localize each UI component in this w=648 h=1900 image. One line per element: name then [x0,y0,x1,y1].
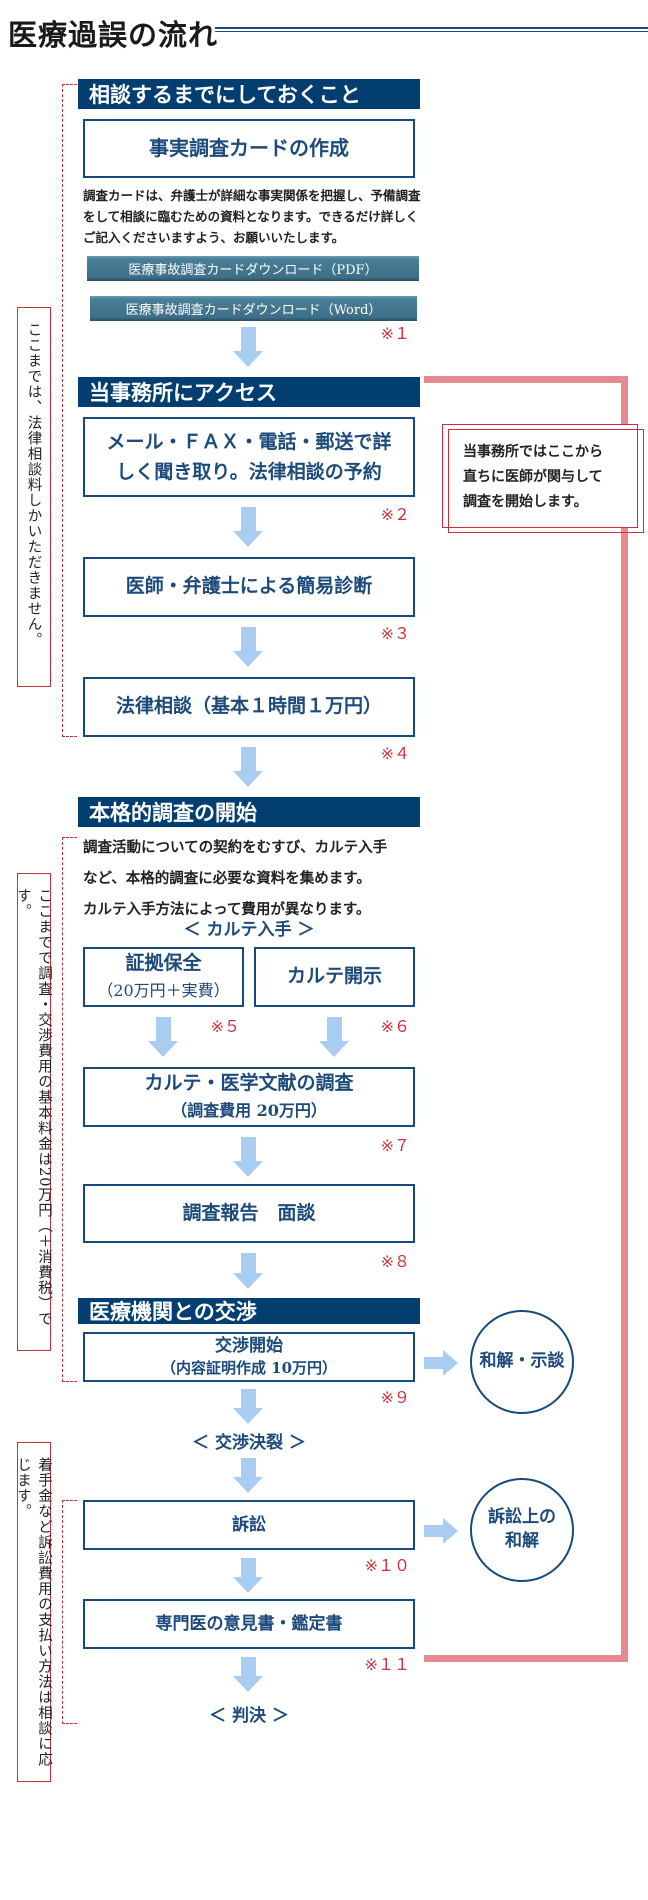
right-arrow-icon [424,1350,458,1376]
footnote-4: ※４ [380,744,410,763]
step-inquiry: メール・ＦＡＸ・電話・郵送で詳 しく聞き取り。法律相談の予約 [83,417,415,497]
outcome-label: 訴訟上の [488,1507,556,1528]
footnote-2: ※２ [380,505,410,524]
title-rule [215,27,648,32]
description-line: 調査活動についての契約をむすび、カルテ入手 [83,839,388,856]
download-word-button[interactable]: 医療事故調査カードダウンロード（Word） [90,296,417,321]
section-header-before-consultation: 相談するまでにしておくこと [78,79,420,109]
bracket-investigation [62,837,77,1382]
step-label: 専門医の意見書・鑑定書 [155,1613,343,1634]
footnote-9: ※９ [380,1388,410,1407]
doctor-involvement-line-top [424,376,628,383]
outcome-court-settlement: 訴訟上の和解 [470,1478,574,1582]
description-line: カルテ入手方法によって費用が異なります。 [83,901,371,918]
doctor-note-frame [442,424,638,528]
down-arrow-icon [233,627,264,667]
step-label: 証拠保全 [125,952,202,974]
down-arrow-icon [233,1558,264,1593]
doctor-note-line: 直ちに医師が関与して [463,469,603,485]
down-arrow-icon [233,507,264,547]
download-pdf-button[interactable]: 医療事故調査カードダウンロード（PDF） [87,256,419,281]
investigation-description: 調査活動についての契約をむすび、カルテ入手 など、本格的調査に必要な資料を集めま… [83,832,423,925]
step-label: （20万円＋実費） [97,981,230,1000]
outcome-label: 和解・示談 [479,1351,565,1372]
down-arrow-icon [233,1389,264,1424]
step-lawsuit: 訴訟 [83,1500,415,1550]
step-label: 調査報告 面談 [182,1201,316,1224]
step-label: カルテ開示 [286,965,382,988]
page-title: 医療過誤の流れ [8,18,219,52]
side-note-lawsuit-fee: 着手金など訴訟費用の支払い方法は相談に応じます。 [15,1442,52,1782]
doctor-note-line: 調査を開始します。 [463,494,588,510]
description-line: など、本格的調査に必要な資料を集めます。 [83,870,371,887]
footnote-6: ※６ [380,1017,410,1036]
section-header-investigation: 本格的調査の開始 [78,797,420,827]
section-header-access: 当事務所にアクセス [78,377,420,407]
section-header-negotiation: 医療機関との交渉 [78,1298,420,1324]
footnote-8: ※８ [380,1252,410,1271]
step-expert-opinion: 専門医の意見書・鑑定書 [83,1599,415,1649]
outcome-settlement: 和解・示談 [470,1310,574,1414]
step-fact-card: 事実調査カードの作成 [83,119,415,178]
bracket-lawsuit [62,1500,77,1724]
step-label: （内容証明作成 10万円） [160,1359,338,1377]
right-arrow-icon [424,1518,458,1544]
side-note-text: ここまでは、法律相談料しかいただきません。 [25,322,42,648]
doctor-note-frame-offset [448,429,644,533]
step-report-meeting: 調査報告 面談 [83,1184,415,1243]
down-arrow-icon [233,327,264,367]
step-label: カルテ・医学文献の調査 [144,1072,354,1094]
down-arrow-icon [233,1458,264,1493]
step-karte-disclosure: カルテ開示 [254,947,415,1007]
footnote-3: ※３ [380,624,410,643]
step-label: 法律相談（基本１時間１万円） [115,695,382,718]
down-arrow-icon [233,1657,264,1692]
down-arrow-icon [233,747,264,787]
down-arrow-icon [148,1017,179,1057]
footnote-1: ※１ [380,324,410,343]
step-legal-consultation: 法律相談（基本１時間１万円） [83,677,415,737]
doctor-note: 当事務所ではここから 直ちに医師が関与して 調査を開始します。 [463,440,638,515]
step-label: メール・ＦＡＸ・電話・郵送で詳 [106,431,392,453]
side-note-text: 着手金など訴訟費用の支払い方法は相談に応じます。 [15,1457,52,1767]
doctor-involvement-line-bottom [424,1655,628,1662]
step-label: しく聞き取り。法律相談の予約 [116,461,382,483]
doctor-involvement-line-vertical-lower [621,662,628,1662]
judgment-label: ＜ 判決 ＞ [209,1706,289,1726]
footnote-7: ※７ [380,1136,410,1155]
side-note-consultation-fee: ここまでは、法律相談料しかいただきません。 [17,307,51,687]
karte-acquisition-label: ＜ カルテ入手 ＞ [183,920,315,940]
footnote-5: ※５ [210,1017,240,1036]
outcome-label: 和解 [505,1531,539,1551]
footnote-10: ※１０ [364,1556,410,1575]
step-records-research: カルテ・医学文献の調査 （調査費用 20万円） [83,1067,415,1127]
down-arrow-icon [319,1017,350,1057]
doctor-note-line: 当事務所ではここから [463,444,603,460]
step-label: 訴訟 [232,1514,266,1535]
footnote-11: ※１１ [364,1655,410,1674]
bracket-consultation [62,84,77,737]
down-arrow-icon [233,1137,264,1177]
step-simple-diagnosis: 医師・弁護士による簡易診断 [83,557,415,617]
negotiation-breakdown-label: ＜ 交渉決裂 ＞ [192,1433,306,1453]
side-note-investigation-fee: ここまでで調査・交渉費用の基本料金は20万円（＋消費税）です。 [15,873,52,1351]
side-note-text: ここまでで調査・交渉費用の基本料金は20万円（＋消費税）です。 [15,888,52,1327]
step-evidence-preservation: 証拠保全 （20万円＋実費） [83,947,244,1007]
step-label: 交渉開始 [215,1336,283,1356]
step-label: 事実調査カードの作成 [149,136,349,160]
step-label: （調査費用 20万円） [171,1101,327,1120]
fact-card-description: 調査カードは、弁護士が詳細な事実関係を把握し、予備調査をして相談に臨むための資料… [83,188,421,245]
step-label: 医師・弁護士による簡易診断 [125,575,373,598]
step-negotiation-start: 交渉開始 （内容証明作成 10万円） [83,1332,415,1382]
down-arrow-icon [233,1253,264,1289]
